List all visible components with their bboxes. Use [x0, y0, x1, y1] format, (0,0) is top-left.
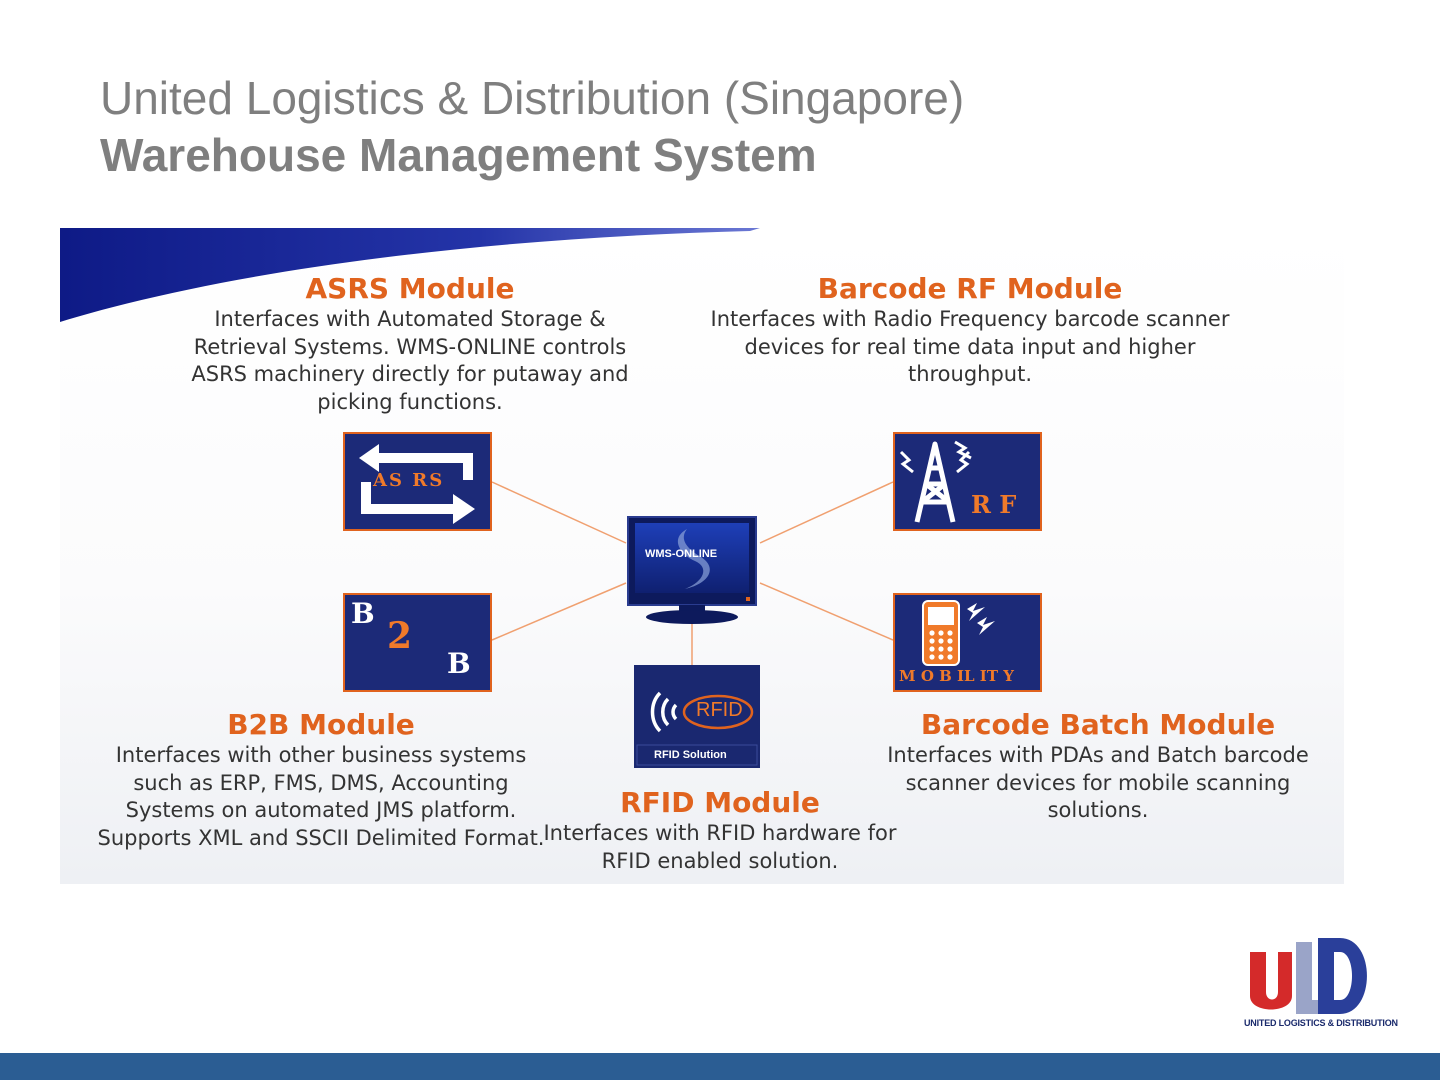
header-swoosh [60, 228, 760, 322]
rf-icon-box: R F [893, 432, 1042, 531]
rfid-icon-box: RFID RFID Solution [634, 665, 760, 768]
connector-lines [491, 481, 894, 665]
rfid-icon-caption: RFID Solution [654, 749, 727, 761]
b2b-module-title: B2B Module [227, 708, 415, 741]
asrs-module-description: Interfaces with Automated Storage & Retr… [191, 307, 629, 414]
b2b-icon-2: 2 [387, 615, 413, 657]
barcode-rf-module-description: Interfaces with Radio Frequency barcode … [710, 307, 1230, 386]
asrs-icon-box: AS RS [343, 432, 492, 531]
rfid-module: RFID Module Interfaces with RFID hardwar… [535, 786, 905, 875]
footer-bar [0, 1053, 1440, 1080]
asrs-icon-label: AS RS [373, 470, 445, 491]
asrs-module: ASRS Module Interfaces with Automated St… [165, 272, 655, 416]
asrs-module-title: ASRS Module [305, 272, 515, 305]
arrows-loop-icon [359, 444, 475, 524]
rfid-module-title: RFID Module [620, 786, 820, 819]
b2b-icon-b1: B [351, 597, 375, 630]
rf-icon-label: R F [971, 490, 1017, 519]
b2b-module-description: Interfaces with other business systems s… [97, 743, 545, 850]
barcode-rf-module: Barcode RF Module Interfaces with Radio … [710, 272, 1230, 389]
monitor-icon [627, 516, 757, 624]
rfid-icon-label: RFID [696, 699, 743, 721]
barcode-rf-module-title: Barcode RF Module [817, 272, 1123, 305]
b2b-icon-box: B 2 B [343, 593, 492, 692]
b2b-module: B2B Module Interfaces with other busines… [90, 708, 552, 852]
mobility-icon-label: M O B IL IT Y [899, 667, 1014, 685]
wms-diagram: ASRS Module Interfaces with Automated St… [60, 228, 1344, 884]
slide-subtitle: Warehouse Management System [100, 129, 817, 181]
uld-logo: UNITED LOGISTICS & DISTRIBUTION [1244, 930, 1398, 1034]
uld-logo-text: UNITED LOGISTICS & DISTRIBUTION [1244, 1018, 1398, 1028]
slide-title: United Logistics & Distribution (Singapo… [100, 72, 965, 124]
wms-online-logo-text: WMS-ONLINE [645, 548, 718, 560]
barcode-batch-module-title: Barcode Batch Module [920, 708, 1276, 741]
rfid-waves-icon [636, 691, 758, 766]
barcode-batch-module: Barcode Batch Module Interfaces with PDA… [860, 708, 1336, 825]
barcode-batch-module-description: Interfaces with PDAs and Batch barcode s… [887, 743, 1309, 822]
mobility-icon-box: M O B IL IT Y [893, 593, 1042, 692]
radio-tower-icon [899, 440, 972, 523]
mobile-phone-icon [922, 600, 995, 666]
rfid-module-description: Interfaces with RFID hardware for RFID e… [543, 821, 897, 873]
uld-logo-mark [1250, 938, 1367, 1014]
b2b-icon-b2: B [447, 647, 471, 680]
